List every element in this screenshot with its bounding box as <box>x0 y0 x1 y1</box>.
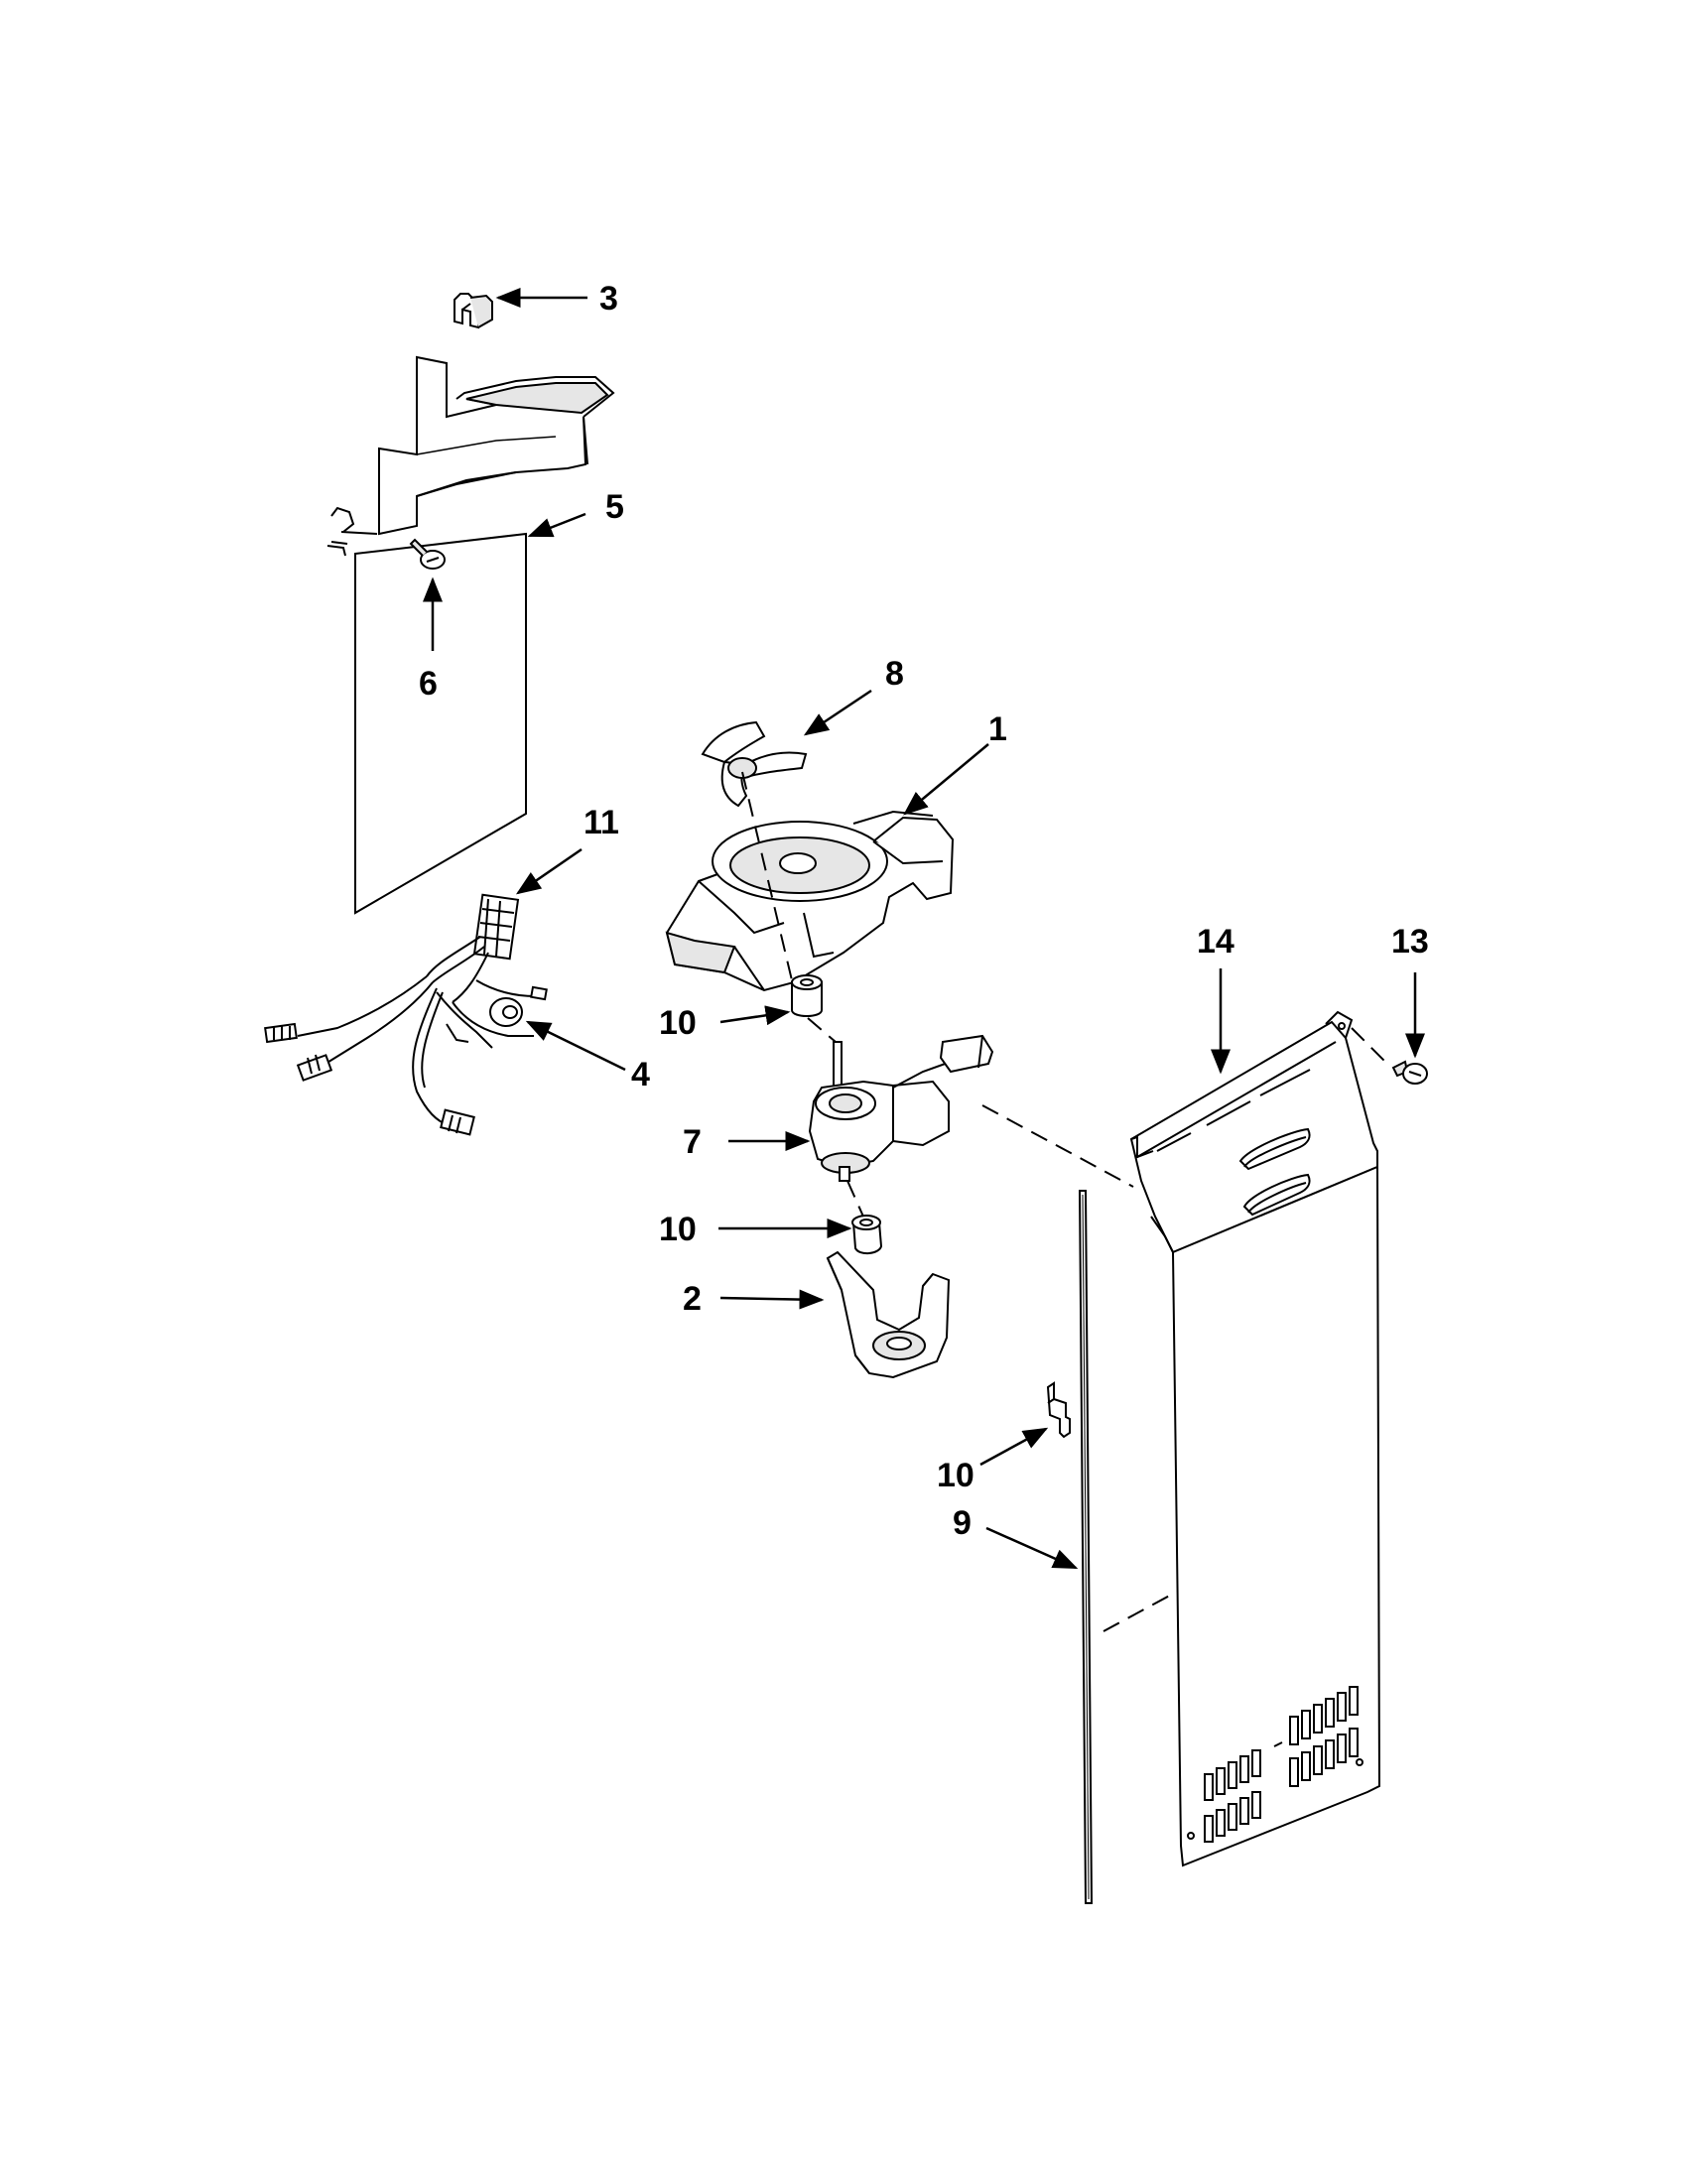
callout-11: 10 <box>937 1457 974 1494</box>
callout-4: 4 <box>631 1056 650 1093</box>
motor-bracket-part-2 <box>828 1252 949 1377</box>
screw-part-6 <box>411 540 445 569</box>
leader-arrows <box>423 288 1425 1570</box>
callout-5: 5 <box>605 488 624 526</box>
callout-labels: 3 5 6 8 1 11 4 10 7 10 2 14 13 10 9 <box>419 280 1429 1542</box>
callout-7: 7 <box>683 1123 702 1161</box>
air-duct-part-5 <box>327 357 613 913</box>
clip-part-11 <box>1048 1383 1070 1437</box>
clip-part-3 <box>454 294 492 327</box>
callout-1: 1 <box>988 710 1007 748</box>
arrow-8 <box>803 689 872 736</box>
gasket-strip-part-9 <box>1080 1191 1092 1903</box>
callout-12: 11 <box>584 804 619 841</box>
arrow-2 <box>719 1289 825 1310</box>
arrow-5 <box>527 512 586 538</box>
callout-10-upper: 10 <box>659 1004 697 1042</box>
fan-blade-part-8 <box>703 722 806 806</box>
arrow-11 <box>979 1427 1049 1467</box>
callout-6: 6 <box>419 665 438 703</box>
arrow-1 <box>903 743 989 816</box>
screw-part-13 <box>1393 1062 1427 1084</box>
cover-panel-part-14 <box>1131 1012 1379 1865</box>
callout-8: 8 <box>885 655 904 693</box>
fan-housing-part-1 <box>667 812 953 990</box>
arrow-9 <box>985 1526 1079 1570</box>
callout-9: 9 <box>953 1504 972 1542</box>
callout-14: 14 <box>1197 923 1234 961</box>
grommet-part-10-lower <box>852 1216 881 1253</box>
arrow-4 <box>525 1020 626 1072</box>
callout-2: 2 <box>683 1280 702 1318</box>
callout-13: 13 <box>1391 923 1429 961</box>
grommet-part-10-upper <box>792 975 822 1016</box>
callout-3: 3 <box>599 280 618 318</box>
arrow-12 <box>515 847 583 895</box>
arrow-10a <box>719 1005 791 1026</box>
wire-harness-part-12 <box>265 895 547 1135</box>
assembly-lines <box>741 771 1390 1632</box>
callout-10-lower: 10 <box>659 1211 697 1248</box>
fan-motor-part-7 <box>810 1036 992 1181</box>
